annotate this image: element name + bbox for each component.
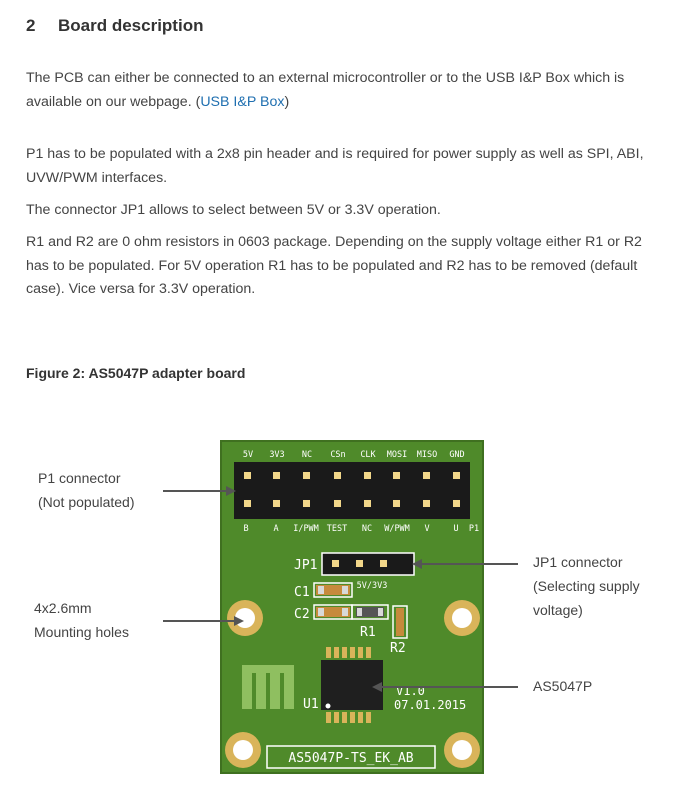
intro-paragraph: The PCB can either be connected to an ex… xyxy=(26,67,666,114)
jp1-paragraph: The connector JP1 allows to select betwe… xyxy=(26,202,441,218)
annotation-jp1: JP1 connector (Selecting supply voltage) xyxy=(533,550,640,622)
r1-label: R1 xyxy=(360,625,376,640)
annotation-holes: 4x2.6mm Mounting holes xyxy=(34,596,129,644)
annotation-p1: P1 connector (Not populated) xyxy=(38,466,135,514)
annotation-p1-line1: P1 connector xyxy=(38,470,121,486)
annotation-chip: AS5047P xyxy=(533,678,593,694)
board-date: 07.01.2015 xyxy=(394,698,466,712)
annotation-holes-line2: Mounting holes xyxy=(34,624,129,640)
p1-label: P1 xyxy=(469,524,479,534)
board-name-box xyxy=(266,745,436,769)
annotation-jp1-line2: (Selecting supply xyxy=(533,578,640,594)
pin-label: CSn xyxy=(330,450,345,460)
usb-ip-box-link[interactable]: USB I&P Box xyxy=(200,93,285,110)
p1-header xyxy=(234,462,470,519)
pin-label: NC xyxy=(362,524,372,534)
p1-paragraph: P1 has to be populated with a 2x8 pin he… xyxy=(26,146,644,186)
top-pin-labels: 5V 3V3 NC CSn CLK MOSI MISO GND xyxy=(243,450,465,460)
annotation-p1-line2: (Not populated) xyxy=(38,494,135,510)
pin-label: B xyxy=(243,524,248,534)
pin-label: NC xyxy=(302,450,312,460)
section-number: 2 xyxy=(26,16,36,35)
pin-label: A xyxy=(273,524,278,534)
annotation-arrows xyxy=(163,486,518,692)
pin-label: GND xyxy=(449,450,464,460)
r1-resistor xyxy=(356,607,384,617)
u1-chip-pins xyxy=(326,647,371,723)
pin-label: TEST xyxy=(327,524,347,534)
section-title: Board description xyxy=(58,16,204,35)
annotation-jp1-line1: JP1 connector xyxy=(533,554,623,570)
pin-label: 3V3 xyxy=(269,450,284,460)
c2-capacitor xyxy=(316,607,350,617)
section-heading: 2 Board description xyxy=(26,16,203,36)
intro-text: The PCB can either be connected to an ex… xyxy=(26,70,625,110)
ams-logo-icon xyxy=(242,665,294,709)
pin-label: U xyxy=(453,524,458,534)
annotation-holes-line1: 4x2.6mm xyxy=(34,600,92,616)
jp1-pins xyxy=(332,560,387,567)
jp1-label: JP1 xyxy=(294,558,317,573)
c1-label: C1 xyxy=(294,585,310,600)
c1-capacitor xyxy=(316,585,350,595)
pin-label: I/PWM xyxy=(293,524,319,534)
as5047p-chip xyxy=(321,660,383,710)
c2-label: C2 xyxy=(294,607,310,622)
pin-label: W/PWM xyxy=(384,524,410,534)
intro-close: ) xyxy=(284,93,290,110)
pin-label: CLK xyxy=(360,450,376,460)
bottom-pin-labels: B A I/PWM TEST NC W/PWM V U P1 xyxy=(243,524,479,534)
pin-label: V xyxy=(424,524,429,534)
pin-label: 5V xyxy=(243,450,253,460)
pin1-marker xyxy=(325,703,331,709)
c1-outline xyxy=(313,582,353,598)
figure-title: Figure 2: AS5047P adapter board xyxy=(26,365,246,381)
p1-header-pins xyxy=(244,472,460,507)
pin-label: MOSI xyxy=(387,450,407,460)
u1-label: U1 xyxy=(303,697,319,712)
r2-label: R2 xyxy=(390,641,406,656)
r1-outline xyxy=(351,604,389,620)
r2-pads xyxy=(396,608,404,636)
pin-label: MISO xyxy=(417,450,437,460)
board-name: AS5047P-TS_EK_AB xyxy=(288,751,413,766)
mounting-holes xyxy=(225,600,480,768)
jp1-sub-label: 5V/3V3 xyxy=(357,581,388,591)
r2-outline xyxy=(392,605,408,639)
resistor-paragraph: R1 and R2 are 0 ohm resistors in 0603 pa… xyxy=(26,234,642,297)
annotation-jp1-line3: voltage) xyxy=(533,602,583,618)
